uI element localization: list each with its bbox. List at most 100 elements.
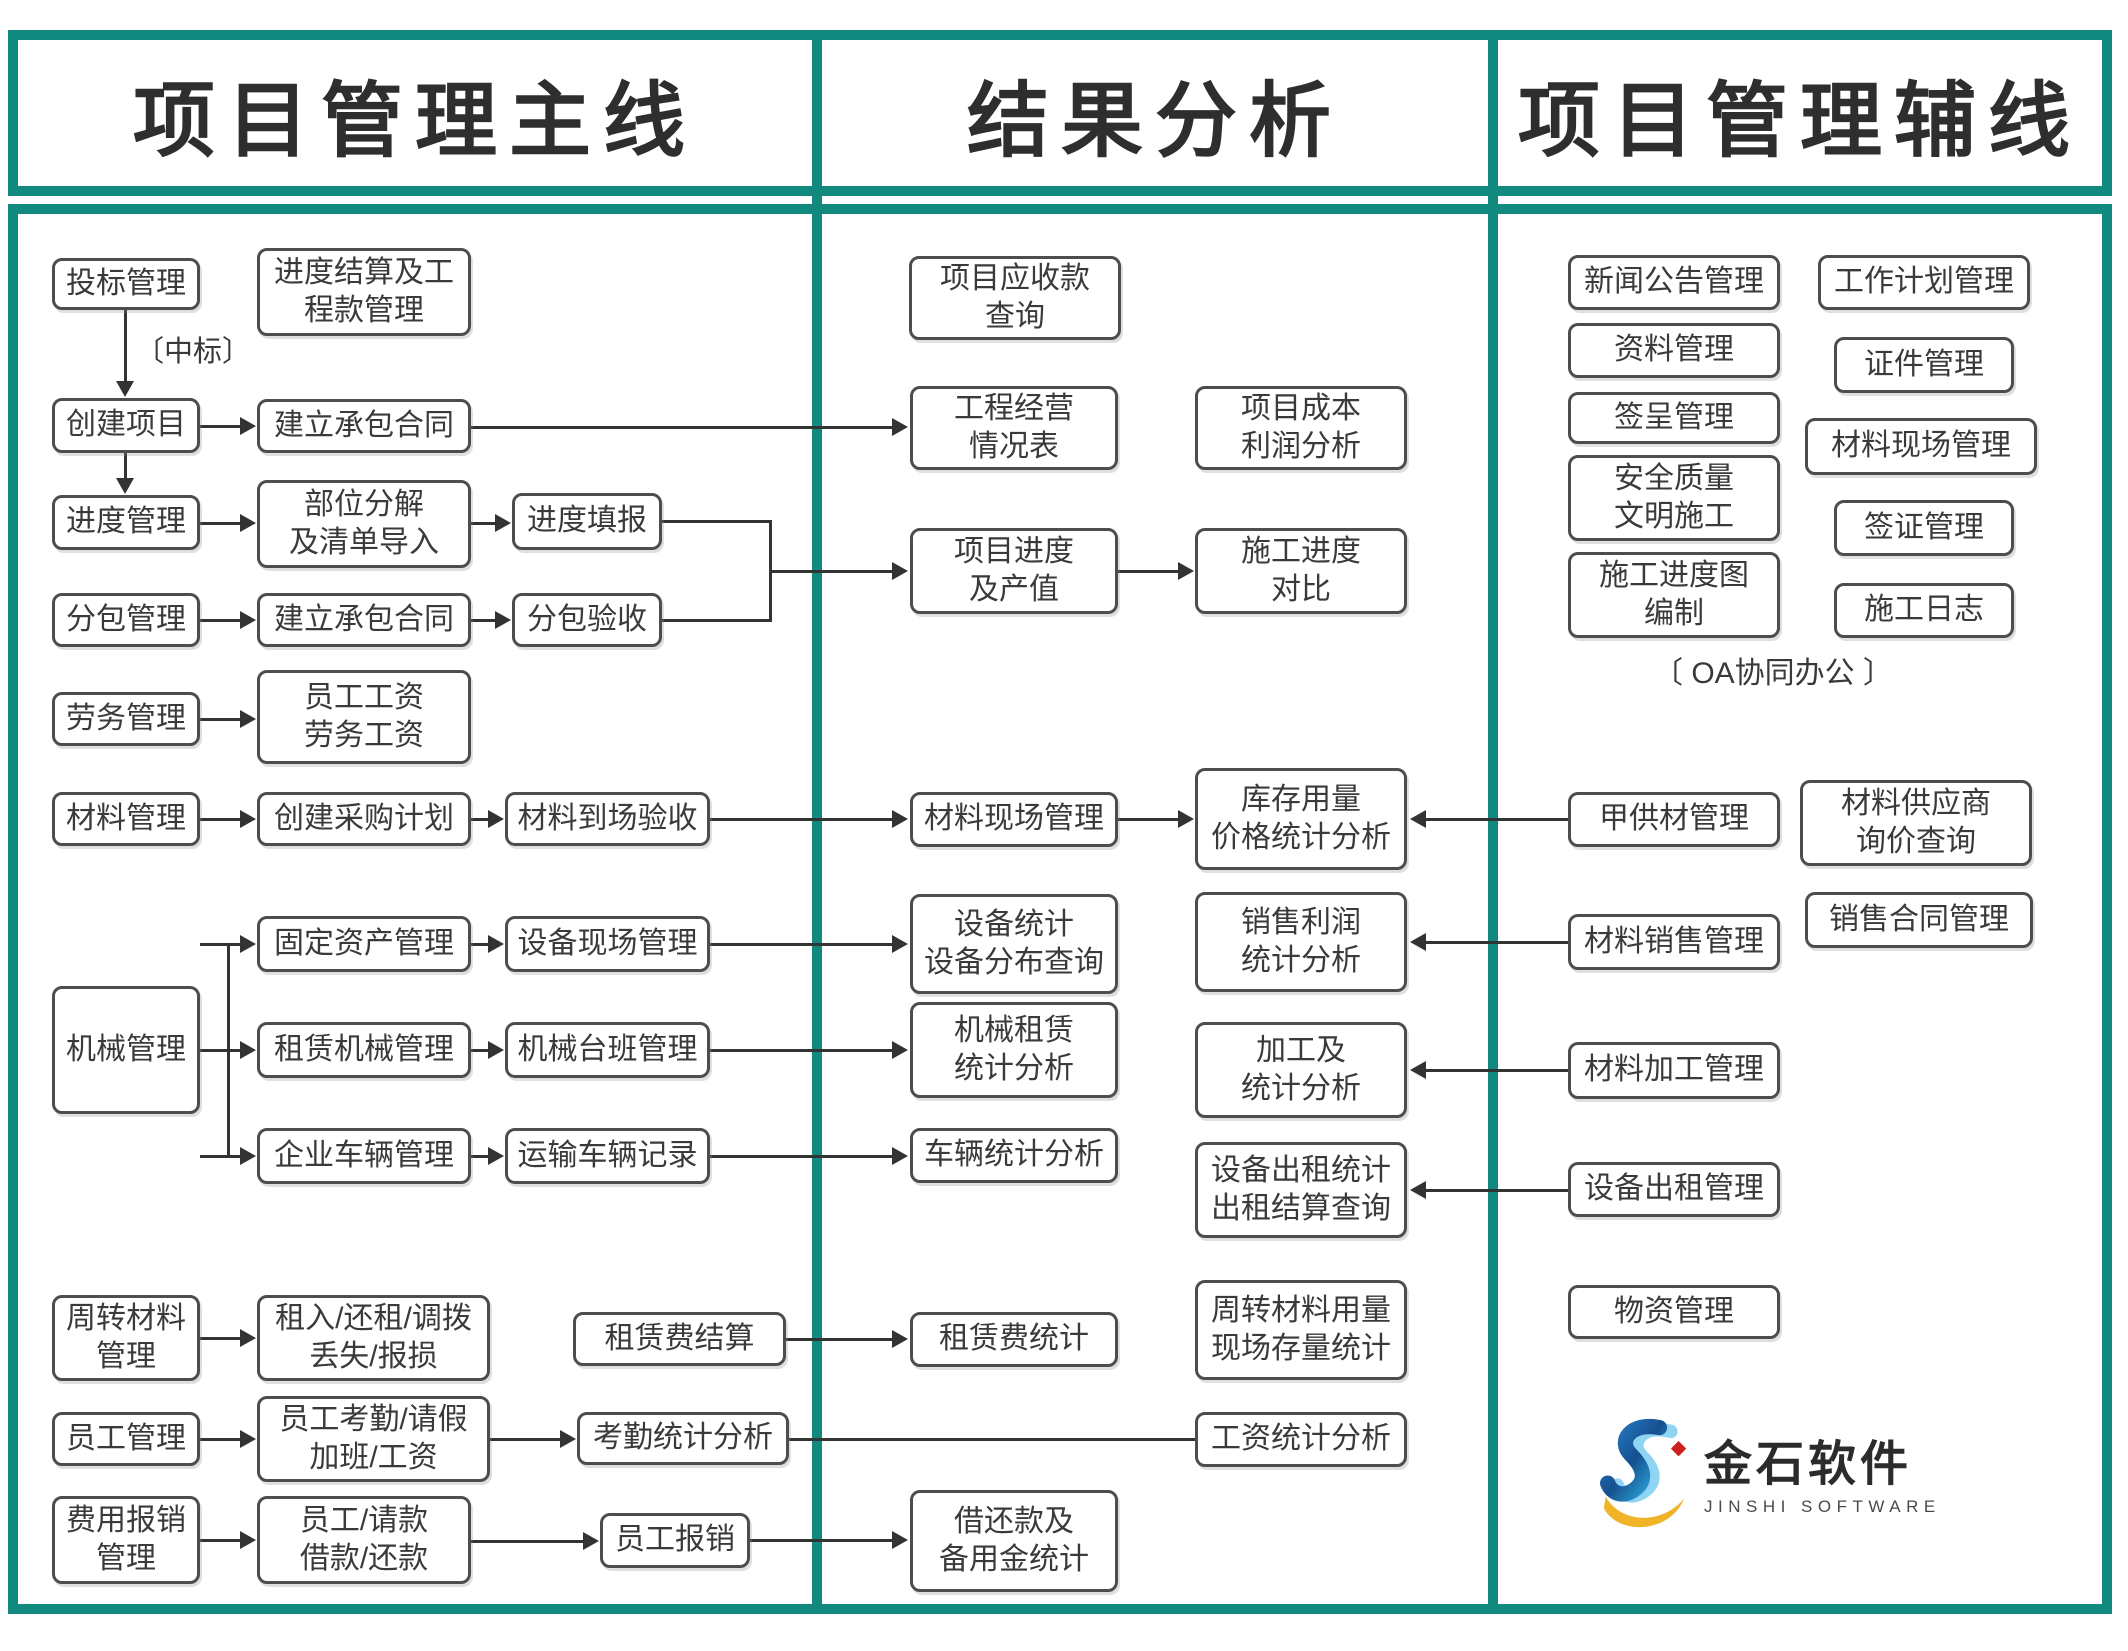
arrowhead-r [495,514,511,532]
arrowhead-r [488,1041,504,1059]
logo-name-cn: 金石软件 [1704,1437,1913,1491]
connector-line [1422,941,1568,944]
flow-node-cost-profit-analysis: 项目成本 利润分析 [1195,386,1407,470]
connector-line [1422,1189,1568,1192]
flow-node-loan-pettycash-stats: 借还款及 备用金统计 [910,1490,1118,1592]
flow-node-goods-management: 物资管理 [1568,1285,1780,1339]
connector-line [227,944,230,1157]
flow-node-receivables-query: 项目应收款 查询 [909,256,1121,340]
connector-line [662,520,772,523]
flow-node-turnover-usage-stats: 周转材料用量 现场存量统计 [1195,1280,1407,1380]
flow-node-employee-management: 员工管理 [52,1412,200,1466]
arrowhead-r [240,611,256,629]
connector-line [471,426,893,429]
bracket-label: 〔 OA协同办公 〕 [1650,648,1897,692]
arrowhead-r [1178,810,1194,828]
flow-node-material-site-right: 材料现场管理 [1805,418,2037,475]
connector-line [200,1438,242,1441]
flow-node-staff-reimburse: 员工报销 [600,1513,750,1568]
flow-node-visa-management: 签证管理 [1834,500,2014,556]
connector-line [1118,818,1180,821]
arrowhead-r [892,562,908,580]
arrowhead-r [892,1531,908,1549]
connector-line [710,818,894,821]
arrowhead-l [1410,1181,1426,1199]
connector-line [770,570,894,573]
flow-node-sales-profit-analysis: 销售利润 统计分析 [1195,892,1407,992]
arrowhead-r [240,1329,256,1347]
connector-line [710,1049,894,1052]
arrowhead-r [240,1531,256,1549]
flow-node-construction-progress-compare: 施工进度 对比 [1195,528,1407,614]
flow-node-rental-machinery: 租赁机械管理 [257,1022,471,1078]
arrowhead-r [892,1147,908,1165]
flow-node-subcontract-acceptance: 分包验收 [512,593,662,647]
flow-node-contract-setup-1: 建立承包合同 [257,399,471,453]
connector-line [789,1438,1195,1441]
flow-node-purchase-plan: 创建采购计划 [257,792,471,846]
connector-line [750,1539,894,1542]
arrowhead-r [240,810,256,828]
connector-line [710,1155,894,1158]
flow-node-fixed-assets: 固定资产管理 [257,916,471,972]
flow-node-rental-fee-stats: 租赁费统计 [910,1312,1118,1367]
flow-node-contract-setup-2: 建立承包合同 [257,593,471,647]
connector-line [490,1438,562,1441]
flow-node-transport-records: 运输车辆记录 [505,1128,710,1184]
arrowhead-l [1410,810,1426,828]
flow-node-equipment-rental-mgmt: 设备出租管理 [1568,1162,1780,1217]
arrowhead-r [583,1532,599,1550]
arrowhead-r [240,935,256,953]
flow-node-staff-labor-wages: 员工工资 劳务工资 [257,670,471,764]
connector-line [124,453,127,479]
connector-line [471,818,490,821]
arrowhead-r [240,1041,256,1059]
flow-node-machine-shift: 机械台班管理 [505,1022,710,1078]
jinshi-logo: 金石软件 JINSHI SOFTWARE [1598,1418,1941,1538]
flow-node-construction-log: 施工日志 [1834,583,2014,638]
flow-node-machine-rental-analysis: 机械租赁 统计分析 [910,1002,1118,1098]
connector-line [200,1539,242,1542]
flow-node-sign-approval: 签呈管理 [1568,392,1780,444]
flow-node-news-announcement: 新闻公告管理 [1568,255,1780,310]
flow-node-sales-contract: 销售合同管理 [1805,892,2033,948]
flow-node-attendance-analysis: 考勤统计分析 [577,1412,789,1465]
arrowhead-r [560,1430,576,1448]
flow-node-subcontract-management: 分包管理 [52,593,200,647]
connector-line [200,943,242,946]
arrowhead-r [1178,562,1194,580]
flow-node-processing-analysis: 加工及 统计分析 [1195,1022,1407,1118]
flow-node-equipment-rent-stats: 设备出租统计 出租结算查询 [1195,1142,1407,1238]
flow-node-material-site-mid: 材料现场管理 [910,792,1118,847]
column-title-aux-line: 项目管理辅线 [1517,72,2082,169]
arrowhead-r [240,1430,256,1448]
flow-node-bid-management: 投标管理 [52,258,200,310]
flow-node-work-plan: 工作计划管理 [1818,255,2030,310]
flow-node-company-vehicles: 企业车辆管理 [257,1128,471,1184]
connector-line [200,1049,242,1052]
arrowhead-r [488,935,504,953]
flow-node-rental-fee-settlement: 租赁费结算 [573,1312,786,1366]
flow-node-equipment-stats: 设备统计 设备分布查询 [910,894,1118,994]
arrowhead-r [240,417,256,435]
flow-node-progress-settlement: 进度结算及工 程款管理 [257,248,471,336]
connector-line [471,1540,585,1543]
flow-node-expense-reimburse-mgmt: 费用报销 管理 [52,1496,200,1584]
connector-line [471,1155,490,1158]
arrowhead-r [240,710,256,728]
connector-line [200,1337,242,1340]
bracket-label: 〔中标〕 [132,328,255,370]
connector-line [471,943,490,946]
flow-node-supplier-inquiry: 材料供应商 询价查询 [1800,780,2032,866]
flow-node-project-operation-sheet: 工程经营 情况表 [910,386,1118,470]
flow-node-staff-loan: 员工/请款 借款/还款 [257,1496,471,1584]
flow-node-progress-chart-drawing: 施工进度图 编制 [1568,552,1780,638]
flow-node-rent-return: 租入/还租/调拨 丢失/报损 [257,1295,490,1381]
connector-line [200,818,242,821]
arrowhead-r [488,1147,504,1165]
flow-node-schedule-management: 进度管理 [52,495,200,550]
arrowhead-r [892,1330,908,1348]
arrowhead-r [892,810,908,828]
connector-line [200,1155,242,1158]
